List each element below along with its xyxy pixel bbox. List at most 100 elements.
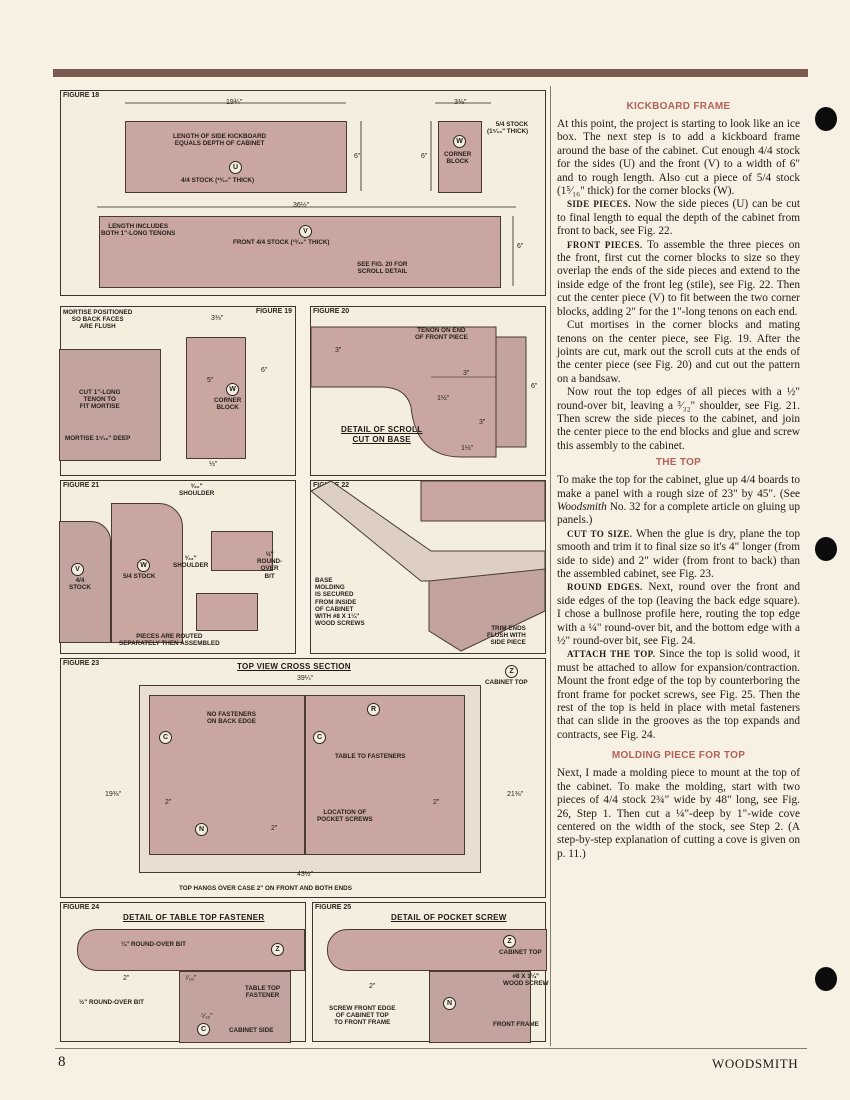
label-base-molding: BASE MOLDING IS SECURED FROM INSIDE OF C… [315, 577, 365, 628]
dim-6-side: 6" [354, 153, 361, 160]
column-rule [550, 86, 551, 1046]
figure-20-title: DETAIL OF SCROLL CUT ON BASE [341, 425, 423, 444]
para-10: Next, I made a molding piece to mount at… [557, 767, 800, 860]
para-6-b: No. 32 for a complete article on gluing … [557, 500, 800, 527]
label-screw-front-edge: SCREW FRONT EDGE OF CABINET TOP TO FRONT… [329, 1005, 396, 1027]
label-corner-block-b: CORNER BLOCK [214, 397, 242, 412]
part-z-circle-b: Z [271, 943, 284, 956]
label-roundover-bit: ½" ROUND- OVER BIT [257, 551, 283, 580]
label-pocket-screws: LOCATION OF POCKET SCREWS [317, 809, 373, 824]
stock-4-4 [59, 521, 111, 643]
label-4-4-stock-b: 4/4 STOCK [69, 577, 91, 592]
binder-hole-3 [815, 967, 837, 991]
part-w-circle-b: W [226, 383, 239, 396]
dim-2-c: 2" [271, 825, 278, 832]
dim-6-block: 6" [421, 153, 428, 160]
runin-front-pieces: FRONT PIECES. [567, 239, 643, 250]
label-tenon-on-end: TENON ON END OF FRONT PIECE [415, 327, 468, 342]
label-table-to-fasteners: TABLE TO FASTENERS [335, 753, 406, 760]
para-8-body: Next, round over the front and side edge… [557, 581, 801, 648]
label-cut-tenon: CUT 1"-LONG TENON TO FIT MORTISE [79, 389, 121, 411]
scroll-profile [310, 326, 527, 458]
dim-2-b: 2" [433, 799, 440, 806]
para-8: ROUND EDGES. Next, round over the front … [557, 581, 800, 648]
page-number: 8 [58, 1054, 66, 1070]
label-corner-block: CORNER BLOCK [444, 151, 472, 166]
dim-1-2: ½" [209, 461, 218, 468]
figure-25-label: FIGURE 25 [315, 904, 352, 911]
table-top-section [77, 929, 305, 971]
part-n-circle-b: N [443, 997, 456, 1010]
label-see-fig-20: SEE FIG. 20 FOR SCROLL DETAIL [357, 261, 408, 276]
figure-22-drawing [310, 480, 546, 652]
dim-3-c: 3" [479, 419, 486, 426]
label-mortise-positioned: MORTISE POSITIONED SO BACK FACES ARE FLU… [63, 309, 133, 331]
dim-2-a: 2" [165, 799, 172, 806]
figure-24-label: FIGURE 24 [63, 904, 100, 911]
label-quarter-roundover: ¼" ROUND-OVER BIT [121, 941, 186, 948]
figure-19-label: FIGURE 19 [255, 308, 292, 315]
figure-22: FIGURE 22 BASE MOLDING IS SECURED FROM I… [310, 480, 546, 654]
dim-7-16: ⁷⁄₁₆" [185, 975, 197, 982]
figure-23-title: TOP VIEW CROSS SECTION [237, 662, 351, 671]
figure-24-title: DETAIL OF TABLE TOP FASTENER [123, 913, 265, 922]
para-6: To make the top for the cabinet, glue up… [557, 474, 800, 528]
part-z-circle: Z [505, 665, 518, 678]
dim-2-d: 2" [123, 975, 130, 982]
part-r-circle: R [367, 703, 380, 716]
figure-18: FIGURE 18 19¾" 3⅜" 36½" 6" 6" 6" 5/4 STO… [60, 90, 546, 296]
dim-1-1-2-a: 1½" [437, 395, 450, 402]
label-wood-screw: #8 x 1¼" WOOD SCREW [503, 973, 549, 988]
label-front-stock: FRONT 4/4 STOCK (¹³⁄₁₆" THICK) [233, 239, 330, 246]
para-2: SIDE PIECES. Now the side pieces (U) can… [557, 198, 800, 238]
para-6-italic: Woodsmith [557, 500, 607, 513]
part-v-circle-b: V [71, 563, 84, 576]
part-n-circle: N [195, 823, 208, 836]
para-1: At this point, the project is starting t… [557, 118, 800, 198]
part-c-circle-b: C [313, 731, 326, 744]
para-9: ATTACH THE TOP. Since the top is solid w… [557, 648, 800, 742]
part-v-circle: V [299, 225, 312, 238]
para-4: Cut mortises in the corner blocks and ma… [557, 319, 800, 385]
figure-21-label: FIGURE 21 [63, 482, 100, 489]
figure-21: FIGURE 21 ³⁄₃₂" SHOULDER ³⁄₃₂" SHOULDER … [59, 480, 296, 654]
part-c-circle-a: C [159, 731, 172, 744]
part-w-circle-c: W [137, 559, 150, 572]
corner-block-3d [186, 337, 246, 459]
heading-kickboard-frame: KICKBOARD FRAME [626, 101, 731, 112]
label-cabinet-top: CABINET TOP [485, 679, 528, 686]
dim-3-3-8: 3⅜" [454, 99, 467, 106]
label-cabinet-top-b: CABINET TOP [499, 949, 542, 956]
dim-6-b: 6" [261, 367, 268, 374]
dim-39-1-4: 39¼" [297, 675, 314, 682]
dim-43-1-2: 43½" [297, 871, 314, 878]
footer-rule [55, 1048, 807, 1049]
runin-cut-to-size: CUT TO SIZE. [567, 528, 633, 539]
figure-23: FIGURE 23 TOP VIEW CROSS SECTION 39¼" 43… [60, 658, 546, 898]
dim-3-3-8-b: 3⅜" [211, 315, 224, 322]
part-z-circle-c: Z [503, 935, 516, 948]
label-length-includes: LENGTH INCLUDES BOTH 1"-LONG TENONS [101, 223, 176, 238]
figure-20-label: FIGURE 20 [313, 308, 350, 315]
dim-5-16: ⁵⁄₁₆" [201, 1013, 213, 1020]
dim-6-c: 6" [531, 383, 538, 390]
para-5: Now rout the top edges of all pieces wit… [557, 386, 800, 452]
side-kickboard [125, 121, 347, 193]
runin-attach-top: ATTACH THE TOP. [567, 649, 656, 660]
figure-25-title: DETAIL OF POCKET SCREW [391, 913, 507, 922]
heading-molding-piece: MOLDING PIECE FOR TOP [611, 750, 746, 762]
label-5-4-stock-b: 5/4 STOCK [123, 573, 156, 580]
para-6-a: To make the top for the cabinet, glue up… [557, 474, 800, 500]
figure-19: FIGURE 19 MORTISE POSITIONED SO BACK FAC… [59, 306, 296, 476]
figure-24: FIGURE 24 DETAIL OF TABLE TOP FASTENER ¼… [60, 902, 306, 1043]
figure-18-label: FIGURE 18 [63, 92, 100, 99]
para-3-body: To assemble the three pieces on the fron… [557, 238, 800, 318]
part-c-circle-c: C [197, 1023, 210, 1036]
stock-5-4 [111, 503, 183, 643]
label-shoulder-b: ³⁄₃₂" SHOULDER [173, 555, 209, 570]
cabinet-case-left [149, 695, 305, 855]
label-half-roundover: ½" ROUND-OVER BIT [79, 999, 144, 1006]
side-piece [59, 349, 161, 461]
dim-3-a: 3" [335, 347, 342, 354]
magazine-name: WOODSMITH [712, 1056, 799, 1071]
